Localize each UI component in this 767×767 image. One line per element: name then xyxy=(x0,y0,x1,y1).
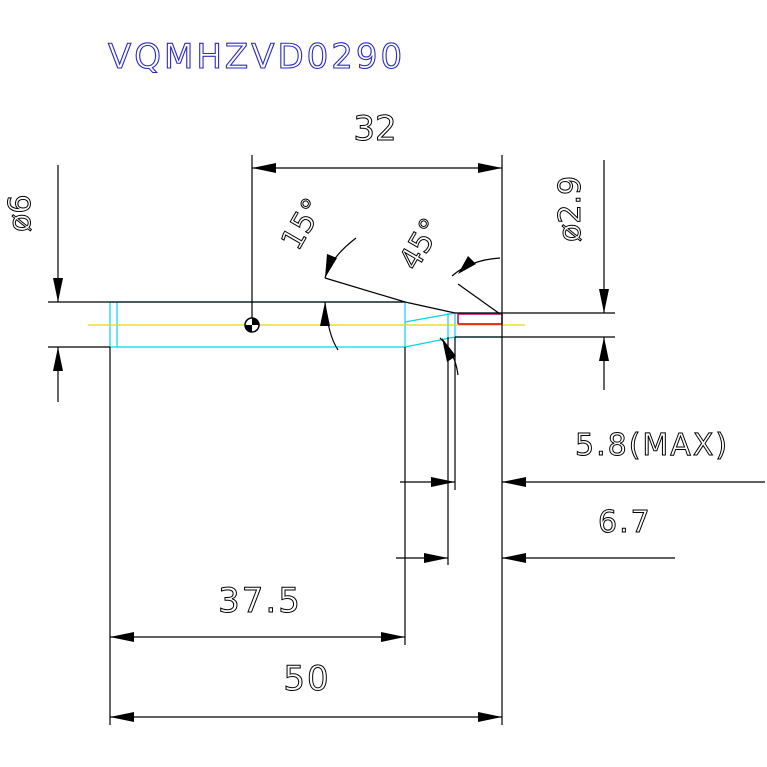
dim-overall-length: 50 xyxy=(283,659,330,699)
dim-tip-length: 6.7 xyxy=(598,505,652,540)
dim-shank-diameter: ø6 xyxy=(3,195,38,232)
arrowheads xyxy=(53,163,609,722)
part-number-title: VQMHZVD0290 xyxy=(108,37,405,77)
dim-taper-angle: 15° xyxy=(275,192,332,256)
dim-32: 32 xyxy=(353,109,396,149)
dim-max-depth: 5.8(MAX) xyxy=(575,428,729,463)
dim-tip-diameter: ø2.9 xyxy=(553,176,588,242)
dim-chamfer-angle: 45° xyxy=(393,212,450,276)
dim-flute-length: 37.5 xyxy=(218,581,302,621)
center-point-icon xyxy=(244,317,260,333)
extension-lines xyxy=(57,155,605,725)
tip-edge xyxy=(457,313,503,325)
